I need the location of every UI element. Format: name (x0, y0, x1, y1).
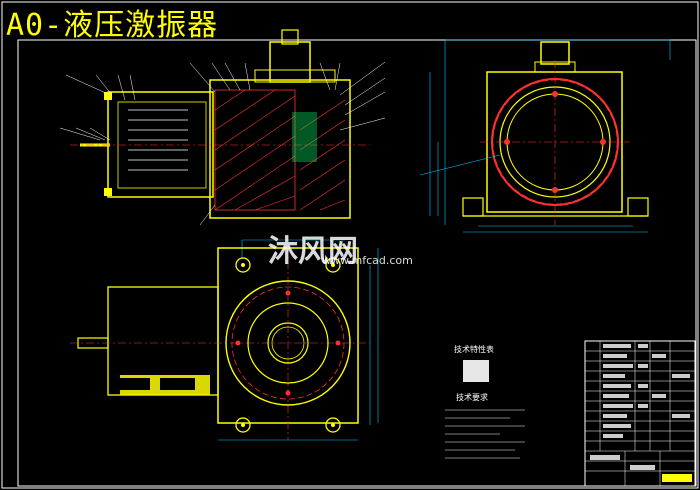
watermark-url: www.mfcad.com (322, 254, 413, 267)
drawing-inner-frame (17, 39, 697, 487)
end-view (419, 39, 671, 233)
tech-requirements-title: 技术要求 (456, 393, 488, 402)
drawing-title: A0-液压激振器 (6, 8, 219, 43)
title-block (584, 340, 696, 487)
watermark-logo-text: 沐风网 (268, 234, 358, 269)
plan-view (70, 239, 379, 441)
tech-notes-block (445, 360, 525, 459)
section-view (59, 29, 386, 226)
tech-characteristics-title: 技术特性表 (454, 345, 494, 354)
